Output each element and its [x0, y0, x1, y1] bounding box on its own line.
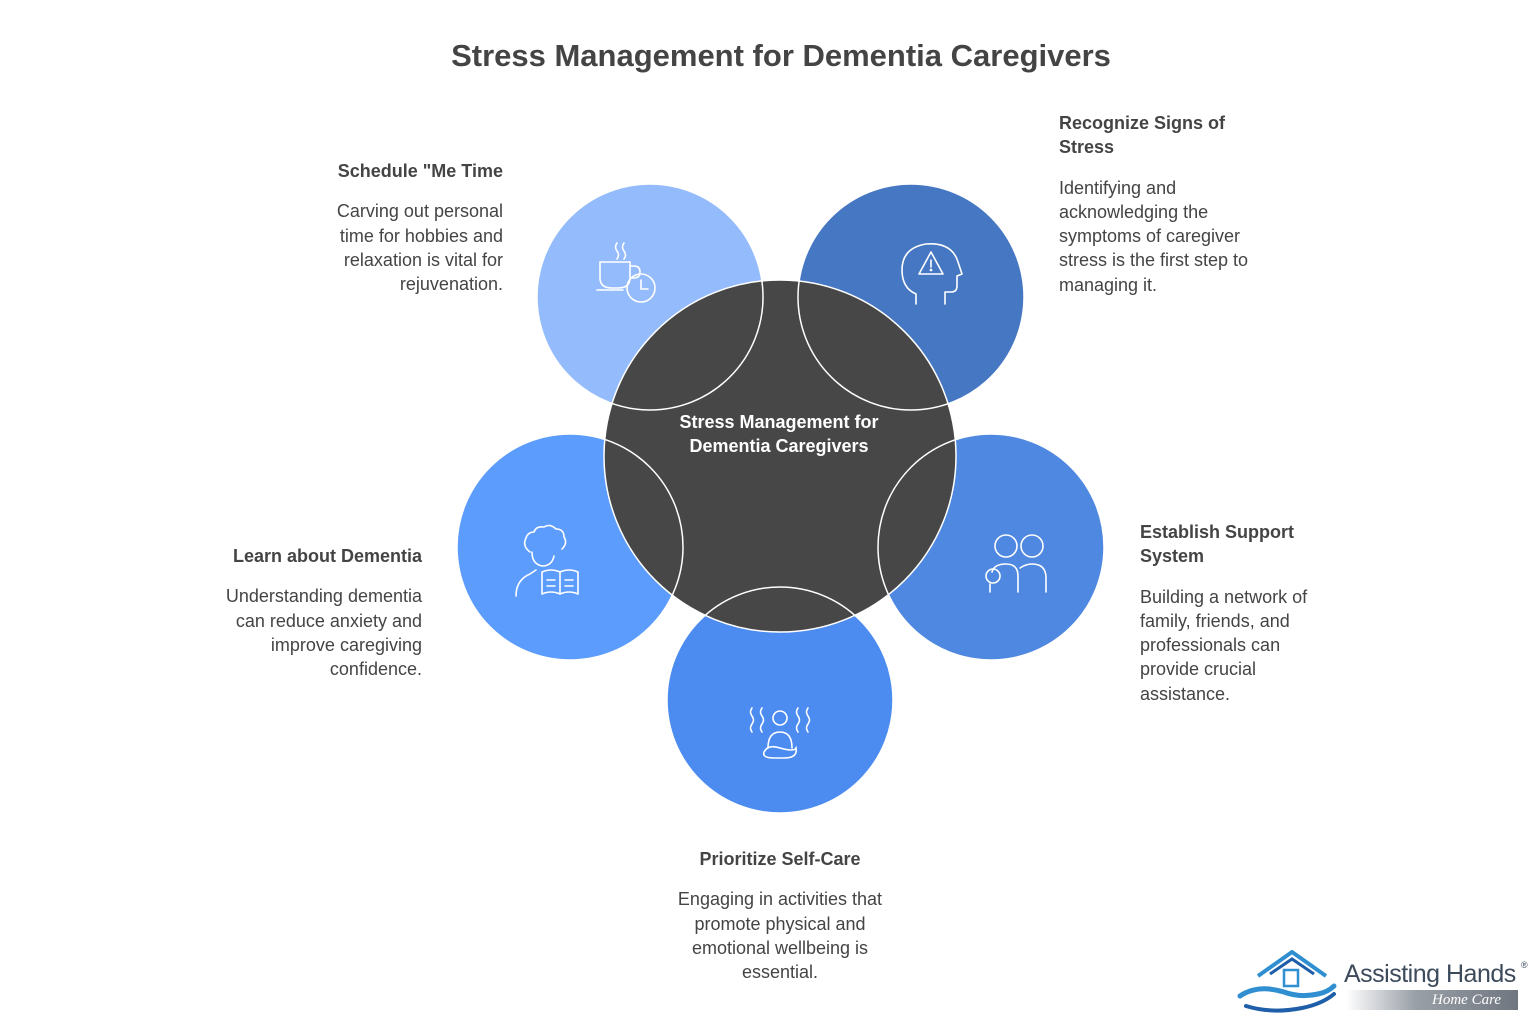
center-circle — [603, 279, 957, 633]
item-description: Carving out personal time for hobbies an… — [336, 201, 503, 295]
item-heading: Recognize Signs of Stress — [1059, 113, 1226, 158]
item-heading: Learn about Dementia — [232, 546, 422, 566]
item-learn-dementia: Learn about Dementia Understanding demen… — [198, 544, 422, 681]
logo-tagline: Home Care — [1432, 992, 1502, 1008]
people-support-icon — [985, 534, 1047, 593]
meditation-icon — [749, 707, 811, 759]
logo-brand-text: Assisting Hands — [1344, 960, 1516, 988]
item-description: Building a network of family, friends, a… — [1140, 586, 1308, 704]
item-description: Identifying and acknowledging the sympto… — [1059, 177, 1249, 295]
circle-self-care — [667, 587, 893, 813]
item-recognize-signs: Recognize Signs of Stress Identifying an… — [1059, 111, 1281, 297]
house-hand-logo-icon — [1237, 950, 1337, 1013]
item-heading: Prioritize Self-Care — [699, 849, 861, 869]
logo-tagline-bar — [1346, 990, 1518, 1010]
head-warning-icon — [901, 243, 963, 305]
assisting-hands-logo: Assisting Hands ® Home Care — [1236, 950, 1536, 1020]
item-schedule-me-time: Schedule "Me Time Carving out personal t… — [298, 159, 503, 296]
item-heading: Establish Support System — [1140, 522, 1295, 567]
coffee-cup-clock-icon — [596, 242, 656, 303]
circle-outlines — [456, 183, 1105, 814]
item-self-care: Prioritize Self-Care Engaging in activit… — [660, 847, 900, 984]
page-title: Stress Management for Dementia Caregiver… — [451, 38, 1111, 73]
item-description: Understanding dementia can reduce anxiet… — [225, 586, 422, 680]
item-heading: Schedule "Me Time — [337, 161, 503, 181]
item-support-system: Establish Support System Building a netw… — [1140, 520, 1336, 706]
center-label: Stress Management for Dementia Caregiver… — [679, 412, 879, 456]
person-reading-icon — [515, 524, 579, 597]
item-description: Engaging in activities that promote phys… — [677, 889, 883, 983]
logo-registered-mark: ® — [1521, 960, 1528, 970]
